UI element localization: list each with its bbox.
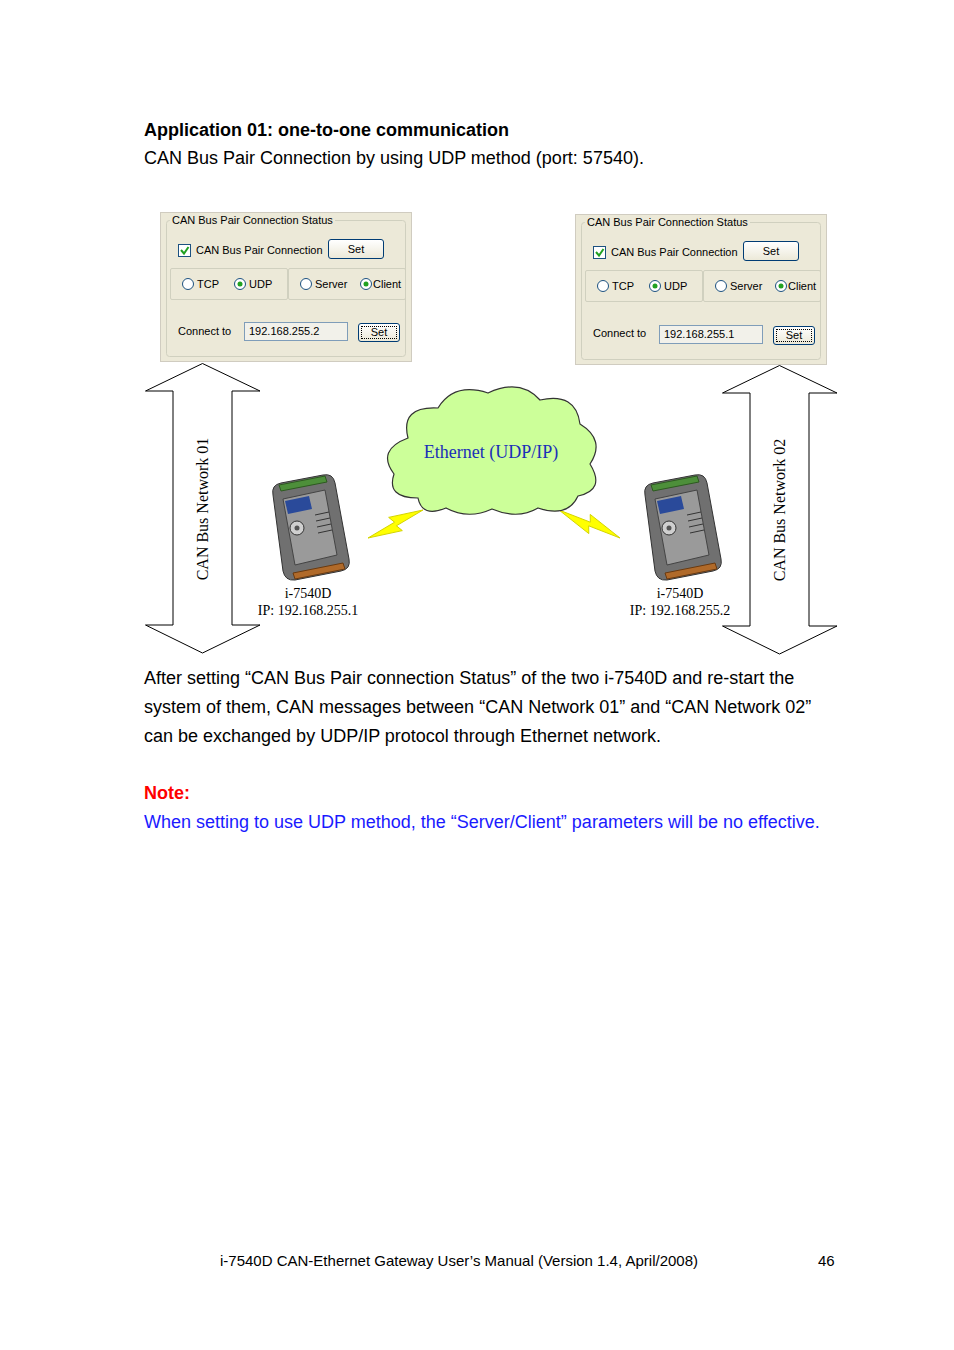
device-name: i-7540D (248, 585, 368, 602)
settings-dialog: SetTCPUDPServerClient192.168.255.2SetCAN… (160, 212, 412, 362)
radio-label: Client (373, 277, 401, 291)
note-text: When setting to use UDP method, the “Ser… (144, 808, 840, 837)
checkbox-label: CAN Bus Pair Connection (196, 243, 323, 257)
field-label: Connect to (178, 324, 231, 338)
button-label: Set (744, 242, 798, 260)
ip-input: 192.168.255.1 (659, 325, 763, 344)
group-title: CAN Bus Pair Connection Status (585, 215, 750, 229)
gateway-device: i-7540DIP: 192.168.255.2 (620, 468, 740, 620)
set-button: Set (743, 241, 799, 261)
device-name: i-7540D (620, 585, 740, 602)
section-title: Application 01: one-to-one communication (144, 119, 509, 141)
radio-group: TCP UDP (170, 268, 288, 300)
network-label: Ethernet (UDP/IP) (378, 441, 604, 463)
input-value: 192.168.255.2 (249, 323, 319, 340)
subtitle: CAN Bus Pair Connection by using UDP met… (144, 147, 844, 169)
button-label: Set (329, 240, 383, 258)
body-text: After setting “CAN Bus Pair connection S… (144, 664, 840, 751)
page-footer: i-7540D CAN-Ethernet Gateway User’s Manu… (220, 1251, 780, 1270)
radio-label: UDP (664, 279, 687, 293)
network-label: CAN Bus Network 02 (771, 439, 789, 582)
set-button: Set (358, 323, 400, 342)
network-label: CAN Bus Network 01 (194, 437, 212, 580)
button-label: Set (774, 327, 814, 344)
checkbox-label: CAN Bus Pair Connection (611, 245, 738, 259)
lightning-link (368, 510, 423, 538)
ethernet-cloud: Ethernet (UDP/IP) (378, 378, 604, 518)
radio-label: Client (788, 279, 816, 293)
radio-label: TCP (197, 277, 219, 291)
ip-input: 192.168.255.2 (244, 322, 348, 341)
note-heading: Note: (144, 780, 344, 806)
radio-label: Server (315, 277, 347, 291)
can-bus-arrow: CAN Bus Network 02 (722, 365, 838, 655)
lightning-link (559, 510, 620, 538)
button-label: Set (359, 324, 399, 341)
settings-dialog: SetTCPUDPServerClient192.168.255.1SetCAN… (575, 214, 827, 365)
radio-group: Server Client (703, 270, 821, 302)
radio-label: UDP (249, 277, 272, 291)
radio-label: Server (730, 279, 762, 293)
gateway-device: i-7540DIP: 192.168.255.1 (248, 468, 368, 620)
ip-address: IP: 192.168.255.2 (620, 602, 740, 619)
field-label: Connect to (593, 326, 646, 340)
radio-group: TCP UDP (585, 270, 703, 302)
ip-address: IP: 192.168.255.1 (248, 602, 368, 619)
set-button: Set (328, 239, 384, 259)
radio-label: TCP (612, 279, 634, 293)
radio-group: Server Client (288, 268, 406, 300)
can-bus-arrow: CAN Bus Network 01 (145, 363, 261, 654)
group-title: CAN Bus Pair Connection Status (170, 213, 335, 227)
page-number: 46 (818, 1251, 858, 1270)
input-value: 192.168.255.1 (664, 326, 734, 343)
set-button: Set (773, 326, 815, 345)
